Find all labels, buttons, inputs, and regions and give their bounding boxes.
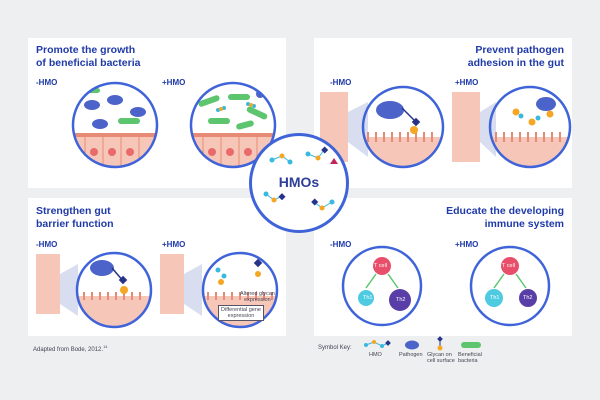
symbol-key-label: Symbol Key: <box>318 345 352 351</box>
key-pathogen-icon <box>405 340 419 350</box>
key-beneficial-bacteria-icon <box>461 342 481 348</box>
th2-label: Th2 <box>396 297 406 303</box>
gut-barrier-minus-hmo-illustration <box>36 251 153 329</box>
key-pathogen-label: Pathogen <box>399 352 423 358</box>
plus-hmo-label: +HMO <box>162 78 186 87</box>
plus-hmo-label: +HMO <box>455 240 479 249</box>
key-glycan-icon <box>437 336 443 351</box>
th2-label: Th2 <box>523 295 533 301</box>
pathogen-adhesion-minus-hmo-illustration <box>320 85 445 169</box>
plus-hmo-label: +HMO <box>455 78 479 87</box>
minus-hmo-label: -HMO <box>330 240 352 249</box>
key-hmo-label: HMO <box>369 352 382 358</box>
hmo-center-circle: HMOs <box>249 133 349 233</box>
center-hmo-label: HMOs <box>278 174 320 190</box>
minus-hmo-label: -HMO <box>330 78 352 87</box>
citation: Adapted from Bode, 2012.14 <box>33 344 108 353</box>
hmo-molecules-icon <box>263 146 338 211</box>
immune-plus-hmo-illustration <box>469 245 551 327</box>
beneficial-bacteria-plus-hmo-illustration <box>189 81 277 169</box>
plus-hmo-label: +HMO <box>162 240 186 249</box>
t-cell-label: T cell <box>502 263 516 269</box>
minus-hmo-label: -HMO <box>36 78 58 87</box>
pathogen-adhesion-plus-hmo-illustration <box>452 85 572 169</box>
t-cell-label: T cell <box>374 263 388 269</box>
key-hmo-icon <box>364 340 391 348</box>
th1-label: Th1 <box>490 295 500 301</box>
minus-hmo-label: -HMO <box>36 240 58 249</box>
beneficial-bacteria-minus-hmo-illustration <box>71 81 159 169</box>
th1-label: Th1 <box>363 295 373 301</box>
immune-minus-hmo-illustration <box>341 245 423 327</box>
